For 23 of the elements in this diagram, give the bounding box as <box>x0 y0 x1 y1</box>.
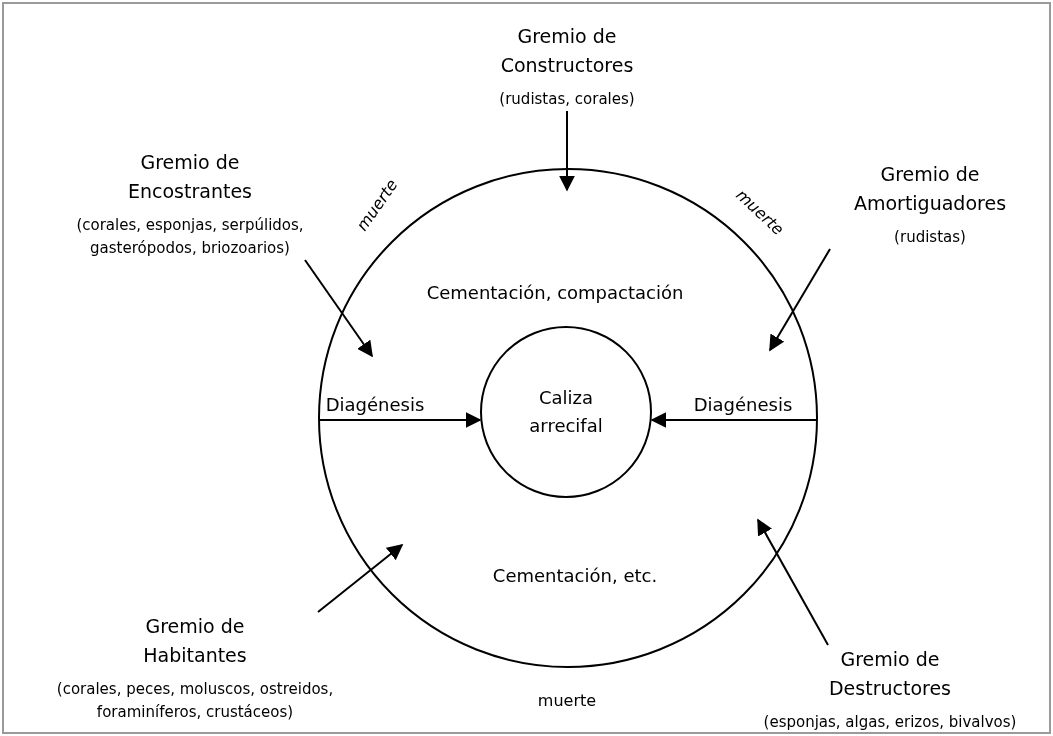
edge-label: Diagénesis <box>693 393 793 415</box>
arrow <box>650 412 817 428</box>
arrow <box>319 412 482 428</box>
inner-circle <box>480 326 652 498</box>
guild-members: (esponjas, algas, erizos, bivalvos) <box>762 712 1018 733</box>
guild-members: (rudistas) <box>893 227 967 248</box>
arrow <box>317 544 404 613</box>
guild-title: Gremio de Constructores <box>499 24 635 78</box>
arrow <box>304 259 373 358</box>
arrow <box>757 518 829 646</box>
guild-members: (rudistas, corales) <box>498 89 636 110</box>
edge-label: Diagénesis <box>325 393 425 415</box>
guild-members: (corales, peces, moluscos, ostreidos, foraminíferos, crustáceos) <box>55 679 335 723</box>
process-text: Cementación, compactación <box>426 281 684 303</box>
guild-title: Gremio de Habitantes <box>142 614 248 668</box>
guild-title: Gremio de Destructores <box>828 647 952 701</box>
guild-title: Gremio de Amortiguadores <box>852 162 1008 216</box>
arrow <box>559 110 575 192</box>
arrow <box>769 248 831 352</box>
guild-members: (corales, esponjas, serpúlidos, gasterópodos, briozoarios) <box>75 215 305 259</box>
process-text: Cementación, etc. <box>492 564 658 586</box>
circle-label: Caliza arrecifal <box>528 386 604 438</box>
guild-title: Gremio de Encostrantes <box>127 150 253 204</box>
